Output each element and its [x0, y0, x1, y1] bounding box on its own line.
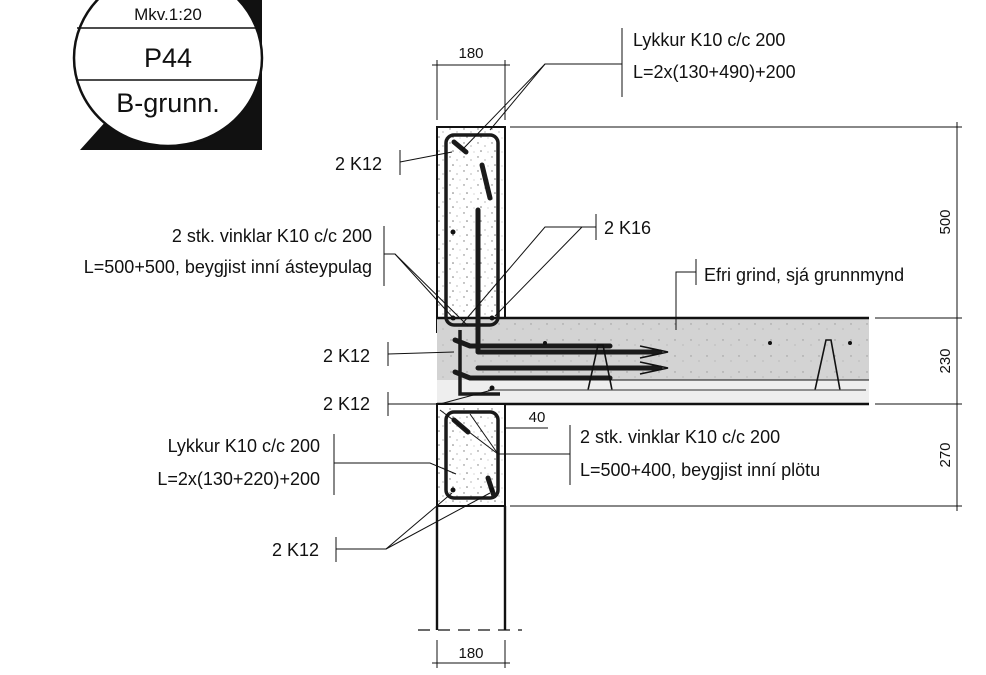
dim-upper-height: 500: [937, 209, 954, 234]
bar-end-upper: [639, 345, 669, 359]
rebar-dot: [848, 341, 852, 345]
anchor-bar-upper: [452, 337, 613, 349]
callout-stirrup-upper-line2: L=2x(130+490)+200: [633, 62, 796, 82]
callout-angles-upper-line2: L=500+500, beygjist inní ásteypulag: [84, 257, 372, 277]
callout-bars-top: 2 K12: [335, 154, 382, 174]
callout-angles-lower-line1: 2 stk. vinklar K10 c/c 200: [580, 427, 780, 447]
callouts: Lykkur K10 c/c 200 L=2x(130+490)+200 2 K…: [84, 28, 904, 562]
callout-bars-mid: 2 K12: [323, 346, 370, 366]
callout-stirrup-lower-line1: Lykkur K10 c/c 200: [168, 436, 320, 456]
rebar-dot: [489, 487, 495, 493]
rebar-dot: [768, 341, 772, 345]
bar-end-lower: [639, 361, 669, 375]
callout-stirrup-lower-line2: L=2x(130+220)+200: [157, 469, 320, 489]
dim-wall-width-bottom: 180: [458, 645, 483, 662]
dim-slab-height: 230: [937, 348, 954, 373]
detail-id: P44: [144, 43, 192, 73]
dim-wall-width-top: 180: [458, 45, 483, 62]
leader-bars-k16: [494, 226, 583, 317]
dimensions: 180 180 500 230 270 40: [432, 45, 962, 668]
callout-stirrup-upper-line1: Lykkur K10 c/c 200: [633, 30, 785, 50]
leader-angles-upper: [394, 253, 469, 327]
dim-lower-height: 270: [937, 442, 954, 467]
leader-bars-mid: [387, 351, 455, 355]
concrete-sections: [418, 126, 869, 631]
rebar-dot: [450, 487, 456, 493]
rebar-dot: [489, 315, 495, 321]
title-block: Mkv.1:20 P44 B-grunn.: [72, 0, 264, 150]
lattice-truss-1: [587, 344, 613, 391]
callout-bars-k16: 2 K16: [604, 218, 651, 238]
leader-bars-top: [399, 151, 453, 163]
slab-element: [437, 380, 869, 404]
callout-bars-bottom: 2 K12: [272, 540, 319, 560]
upper-stirrup: [444, 133, 500, 327]
leader-stirrup-upper: [489, 63, 546, 131]
lattice-truss-2: [814, 339, 841, 391]
leader-bars-lower: [439, 389, 493, 405]
angle-bar-upper: [475, 207, 663, 355]
reinforcement: [444, 133, 866, 500]
anchor-bar-lower: [452, 369, 613, 381]
grid-reference: B-grunn.: [116, 88, 220, 118]
rebar-dot: [450, 229, 456, 235]
title-block-circle: [72, 0, 264, 148]
upper-stirrup-hooks: [451, 139, 493, 201]
callout-angles-upper-line1: 2 stk. vinklar K10 c/c 200: [172, 226, 372, 246]
rebar-dot: [543, 341, 547, 345]
scale-label: Mkv.1:20: [134, 5, 202, 24]
slab-link: [458, 330, 500, 396]
leader-angles-lower: [469, 413, 499, 455]
leader-bars-bottom: [385, 492, 491, 550]
upper-beam: [436, 126, 506, 333]
callout-angles-lower-line2: L=500+400, beygjist inní plötu: [580, 460, 820, 480]
leader-top-mesh: [675, 271, 696, 330]
leader-bars-k16: [461, 226, 596, 325]
callout-top-mesh: Efri grind, sjá grunnmynd: [704, 265, 904, 285]
rebar-dot: [489, 385, 495, 391]
leader-bars-bottom: [336, 492, 453, 550]
lower-stirrup: [444, 410, 500, 500]
dim-cover: 40: [529, 409, 546, 426]
leader-stirrup-lower: [334, 462, 457, 475]
callout-bars-lower: 2 K12: [323, 394, 370, 414]
